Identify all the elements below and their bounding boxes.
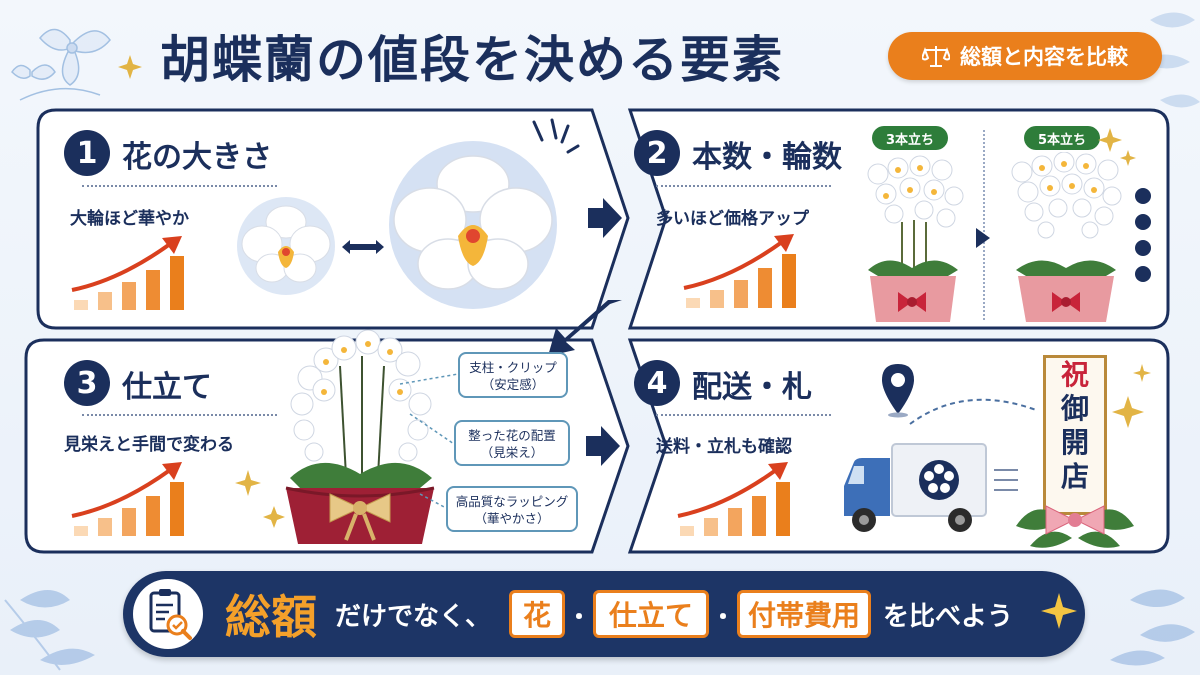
summary-separator-2: ・	[711, 602, 735, 631]
page-title: 胡蝶蘭の値段を決める要素	[160, 30, 784, 89]
arrow-3-to-4-icon	[586, 426, 620, 466]
callout-wrapping: 高品質なラッピング （華やかさ）	[446, 486, 578, 532]
callout-support-clip-title: 支柱・クリップ	[469, 360, 557, 375]
compare-badge-label: 総額と内容を比較	[960, 45, 1128, 69]
callout-leader-lines	[399, 373, 459, 509]
five-stem-orchid-pot-icon	[1011, 152, 1122, 322]
delivery-truck-icon	[844, 443, 987, 532]
tag-3-stems: 3本立ち	[872, 126, 948, 150]
orchid-lineart-icon	[11, 28, 111, 101]
scale-icon	[922, 46, 950, 67]
callout-wrapping-title: 高品質なラッピング	[455, 494, 569, 509]
wrapped-orchid-arrangement-icon	[285, 329, 435, 544]
sparkle-icon	[235, 470, 285, 528]
sign-char-4: 店	[1060, 460, 1089, 493]
checklist-magnifier-icon	[149, 589, 192, 640]
summary-text-2: を比べよう	[883, 601, 1014, 632]
leaf-decor-left-icon	[4, 590, 95, 671]
callout-support-clip-note: （安定感）	[481, 377, 545, 392]
speed-lines-icon	[994, 469, 1018, 491]
summary-box-arrangement: 仕立て	[593, 590, 709, 638]
expand-arrow-icon	[976, 228, 990, 248]
callout-wrapping-note: （華やかさ）	[474, 511, 550, 526]
arrow-2-to-3-icon	[548, 300, 622, 356]
summary-box-flower: 花	[509, 590, 565, 638]
panel-2-heading: 本数・輪数	[692, 140, 842, 175]
panel-2-divider	[656, 185, 831, 187]
three-stem-orchid-pot-icon	[867, 155, 964, 322]
sign-char-2: 御	[1060, 392, 1089, 425]
summary-banner: 総額 だけでなく、 花 ・ 仕立て ・ 付帯費用 を比べよう	[123, 571, 1085, 657]
summary-box-extra-costs: 付帯費用	[737, 590, 871, 638]
small-orchid-flower-icon	[237, 197, 335, 295]
summary-text-1: だけでなく、	[335, 601, 492, 632]
panel-4-growth-chart-icon	[677, 462, 790, 536]
panel-1-subtitle: 大輪ほど華やか	[70, 209, 189, 229]
panel-2-subtitle: 多いほど価格アップ	[656, 209, 809, 229]
arrow-1-to-2-icon	[588, 198, 622, 238]
sparkle-icon	[118, 55, 142, 79]
summary-separator-1: ・	[567, 602, 591, 631]
leaf-decor-right-icon	[1110, 589, 1195, 666]
panel-4-subtitle: 送料・立札も確認	[656, 437, 792, 457]
checklist-icon-circle	[133, 579, 203, 649]
emphasis-lines-icon	[532, 118, 580, 154]
large-orchid-flower-icon	[389, 141, 557, 309]
panel-3-number: 3	[64, 360, 110, 406]
panel-3-subtitle: 見栄えと手間で変わる	[64, 435, 234, 455]
wooden-sign: 祝 御 開 店	[1043, 355, 1107, 515]
callout-flower-layout-title: 整った花の配置	[468, 428, 556, 443]
more-dots-icon	[1135, 188, 1151, 282]
summary-highlight-total: 総額	[225, 590, 317, 644]
panel-2-growth-chart-icon	[683, 234, 796, 308]
panel-1-growth-chart-icon	[71, 236, 184, 310]
panel-3-growth-chart-icon	[71, 462, 184, 536]
compare-badge: 総額と内容を比較	[888, 32, 1162, 80]
panel-3-divider	[82, 414, 277, 416]
panel-2-vertical-divider	[983, 130, 985, 320]
sign-ribbon-leaves-icon	[1016, 505, 1134, 548]
panel-4-heading: 配送・札	[692, 370, 812, 405]
route-dashed-line	[909, 398, 1037, 425]
sign-char-1: 祝	[1060, 358, 1089, 391]
panel-1-heading: 花の大きさ	[122, 140, 272, 175]
sign-char-3: 開	[1060, 426, 1089, 459]
sparkle-icon	[1112, 364, 1151, 428]
sparkle-icon	[1098, 128, 1136, 166]
panel-3-heading: 仕立て	[122, 370, 212, 405]
panel-1-divider	[82, 185, 277, 187]
panel-4-divider	[656, 414, 831, 416]
panel-4-number: 4	[634, 360, 680, 406]
callout-flower-layout-note: （見栄え）	[480, 445, 544, 460]
callout-support-clip: 支柱・クリップ （安定感）	[458, 352, 568, 398]
panel-1-number: 1	[64, 130, 110, 176]
panel-2-number: 2	[634, 130, 680, 176]
location-pin-icon	[882, 364, 914, 418]
tag-5-stems: 5本立ち	[1024, 126, 1100, 150]
callout-flower-layout: 整った花の配置 （見栄え）	[454, 420, 570, 466]
size-compare-arrow-icon	[342, 240, 384, 254]
sparkle-icon	[1041, 593, 1077, 629]
